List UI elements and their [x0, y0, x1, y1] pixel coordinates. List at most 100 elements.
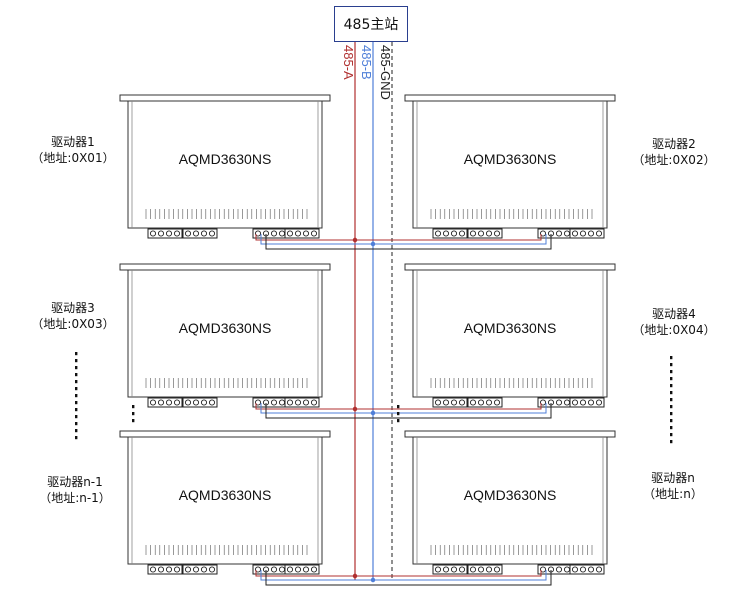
- terminal-screw: [458, 230, 466, 237]
- terminal-block: [147, 228, 183, 239]
- terminal-screw: [208, 399, 216, 406]
- driver-flange: [119, 263, 331, 271]
- bus-gnd-tap: [265, 570, 392, 586]
- continuation-dots-right: [670, 363, 673, 367]
- terminal-screw: [539, 230, 547, 237]
- continuation-dots-left: [75, 408, 78, 412]
- driver-model: AQMD3630NS: [179, 320, 272, 336]
- terminal-screw: [173, 230, 181, 237]
- continuation-dots-left: [75, 373, 78, 377]
- terminal-screw: [310, 399, 318, 406]
- driver-name: 驱动器3: [51, 301, 95, 315]
- driver-model: AQMD3630NS: [179, 487, 272, 503]
- continuation-dots-right-inner: [397, 412, 400, 416]
- terminal-screw: [208, 566, 216, 573]
- bus-gnd-tap: [265, 234, 392, 250]
- bus-gnd-tap: [392, 403, 552, 419]
- continuation-dots-right-inner: [397, 405, 400, 409]
- terminal-block: [284, 228, 320, 239]
- terminal-screw: [200, 399, 208, 406]
- terminal-screw: [469, 566, 477, 573]
- continuation-dots-right: [670, 426, 673, 430]
- driver-model: AQMD3630NS: [464, 487, 557, 503]
- terminal-block: [182, 228, 218, 239]
- continuation-dots-right: [670, 433, 673, 437]
- bus-a-tap: [255, 234, 355, 241]
- driver-unit: AQMD3630NS: [119, 430, 331, 575]
- bus-a-label: 485-A: [341, 45, 356, 80]
- terminal-block: [284, 397, 320, 408]
- driver-model: AQMD3630NS: [464, 151, 557, 167]
- terminal-screw: [149, 399, 157, 406]
- terminal-screw: [278, 399, 286, 406]
- terminal-screw: [157, 230, 165, 237]
- bus-a-tap: [355, 403, 542, 410]
- terminal-screw: [587, 566, 595, 573]
- terminal-screw: [595, 566, 603, 573]
- bus-b-tap: [260, 234, 373, 245]
- terminal-screw: [442, 399, 450, 406]
- continuation-dots-left: [75, 436, 78, 440]
- driver-flange: [119, 94, 331, 102]
- terminal-screw: [157, 399, 165, 406]
- terminal-screw: [563, 230, 571, 237]
- continuation-dots-right: [670, 419, 673, 423]
- terminal-screw: [555, 566, 563, 573]
- terminal-block: [569, 228, 605, 239]
- continuation-dots-right: [670, 370, 673, 374]
- continuation-dots-left-inner: [132, 412, 135, 416]
- terminal-screw: [286, 566, 294, 573]
- terminal-screw: [595, 230, 603, 237]
- terminal-screw: [579, 399, 587, 406]
- bus-a-tap: [355, 570, 542, 577]
- driver-label-1: 驱动器1 （地址:0X01）: [28, 134, 118, 166]
- terminal-block: [432, 228, 468, 239]
- bus-a-tap: [255, 403, 355, 410]
- terminal-screw: [450, 399, 458, 406]
- terminal-screw: [310, 230, 318, 237]
- terminal-screw: [270, 230, 278, 237]
- bus-a-tap: [255, 570, 355, 577]
- terminal-screw: [458, 566, 466, 573]
- terminal-screw: [208, 230, 216, 237]
- terminal-screw: [493, 399, 501, 406]
- terminal-block: [182, 397, 218, 408]
- terminal-screw: [278, 230, 286, 237]
- continuation-dots-right: [670, 440, 673, 444]
- terminal-screw: [579, 566, 587, 573]
- terminal-screw: [477, 566, 485, 573]
- terminal-screw: [200, 230, 208, 237]
- terminal-screw: [571, 399, 579, 406]
- bus-gnd-label: 485-GND: [378, 45, 393, 100]
- driver-label-4: 驱动器4 （地址:0X04）: [626, 306, 722, 338]
- continuation-dots-left-inner: [132, 419, 135, 423]
- terminal-screw: [469, 230, 477, 237]
- bus-gnd-tap: [392, 234, 552, 250]
- driver-label-n-minus-1: 驱动器n-1 （地址:n-1）: [28, 474, 122, 506]
- driver-unit: AQMD3630NS: [404, 263, 616, 408]
- driver-label-3: 驱动器3 （地址:0X03）: [28, 300, 118, 332]
- driver-address: （地址:n）: [643, 487, 703, 501]
- terminal-block: [569, 397, 605, 408]
- driver-flange: [404, 430, 616, 438]
- terminal-screw: [302, 399, 310, 406]
- driver-name: 驱动器1: [51, 135, 95, 149]
- terminal-block: [432, 397, 468, 408]
- driver-unit: AQMD3630NS: [404, 430, 616, 575]
- bus-b-tap: [373, 234, 547, 245]
- driver-flange: [404, 94, 616, 102]
- driver-body: [412, 269, 608, 398]
- driver-label-n: 驱动器n （地址:n）: [630, 470, 716, 502]
- terminal-screw: [157, 566, 165, 573]
- driver-unit: AQMD3630NS: [119, 94, 331, 239]
- continuation-dots-left: [75, 387, 78, 391]
- terminal-screw: [563, 399, 571, 406]
- driver-unit: AQMD3630NS: [404, 94, 616, 239]
- driver-name: 驱动器n: [651, 471, 695, 485]
- terminal-screw: [563, 566, 571, 573]
- bus-b-tap: [260, 570, 373, 581]
- terminal-block: [432, 564, 468, 575]
- continuation-dots-right: [670, 398, 673, 402]
- terminal-screw: [294, 566, 302, 573]
- terminal-screw: [278, 566, 286, 573]
